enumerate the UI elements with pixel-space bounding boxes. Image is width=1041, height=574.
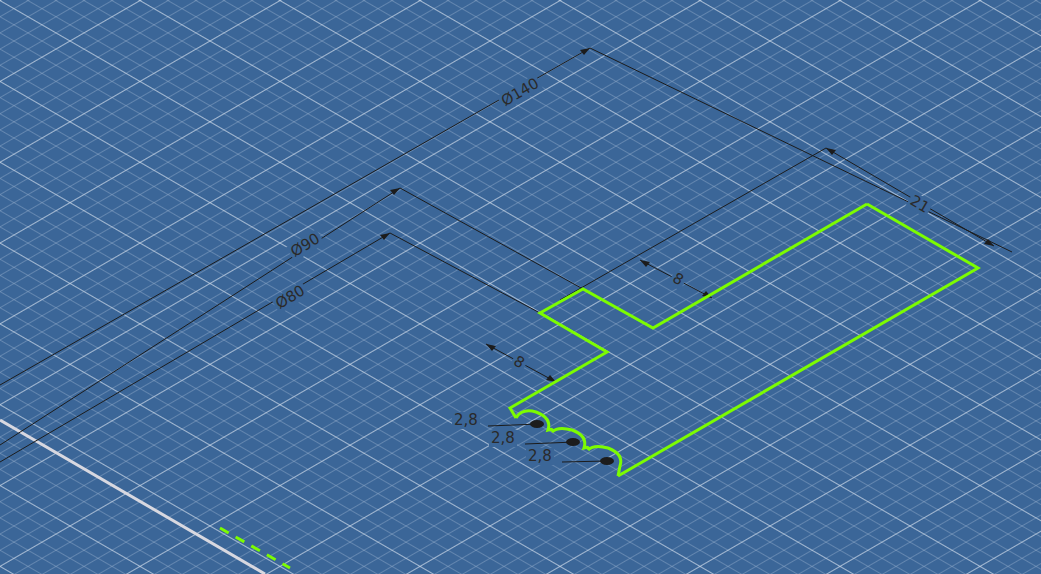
dimension-label: Ø140 bbox=[497, 74, 544, 111]
dimension-label: Ø80 bbox=[271, 281, 310, 314]
dimension-label: Ø90 bbox=[286, 229, 325, 262]
dimension-label: 21 bbox=[905, 191, 933, 217]
dimension-label: 2,8 bbox=[526, 448, 554, 465]
dimension-label: 8 bbox=[509, 352, 529, 373]
dimension-label: 2,8 bbox=[452, 412, 480, 429]
dimension-label: 8 bbox=[668, 269, 688, 290]
dimension-label: 2,8 bbox=[489, 430, 517, 447]
